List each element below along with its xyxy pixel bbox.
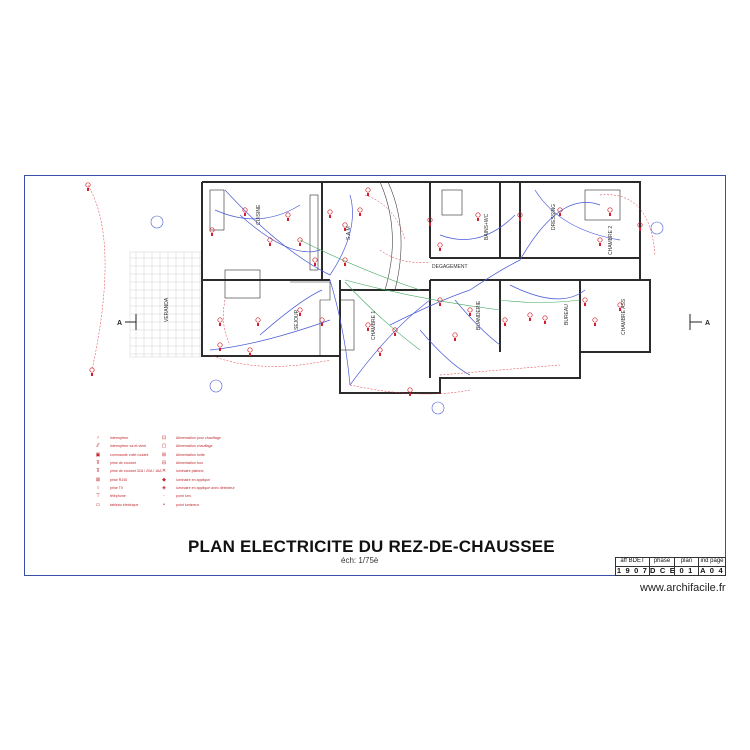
legend-item: interrupteur va-et-vient [110,444,147,449]
room-label-sdb: BAINS+WC [484,213,490,240]
title-block: aff BDET phase plan ind page 1 9 0 7 D C… [615,557,726,576]
electrical-point [357,207,363,216]
legend-item: Alimentation four [176,461,203,466]
board-markers [150,215,664,415]
legend-left: ♂interrupteur ⁄⁄interrupteur va-et-vient… [95,435,162,508]
circuits-green [299,239,581,351]
room-label-degagement: DEGAGEMENT [432,264,468,270]
room-label-chambre3: CHAMBRE ASS [621,298,627,335]
electrical-point [407,387,413,396]
electrical-point [475,212,481,221]
electrical-point [377,347,383,356]
electrical-point [242,207,248,216]
legend-item: prise de courant [110,461,136,466]
title-block-value: 1 9 0 7 [616,566,650,576]
section-marker-left: A [117,320,122,327]
electrical-point [342,257,348,266]
room-label-buanderie: BUANDERIE [476,300,482,330]
legend-item: prise de courant 32A / 20A / 16A [110,469,162,474]
electrical-point [517,212,523,221]
legend-item: luminaire en applique [176,477,211,482]
legend-item: luminaire plafond [176,469,204,474]
electrical-point [557,207,563,216]
electrical-point [617,302,623,311]
title-block-value: D C E [650,566,675,576]
electrical-symbols [85,182,643,396]
veranda-terrace [129,251,203,358]
electrical-point [89,367,95,376]
legend-item: commande volet roulant [110,452,149,457]
electrical-point [437,242,443,251]
legend-item: prise RJ45 [110,477,128,482]
legend-item: Alimentation pour chauffage [176,436,221,441]
room-label-chambre2: CHAMBRE 2 [608,226,614,255]
electrical-point [527,312,533,321]
title-block-value: 0 1 [675,566,699,576]
watermark: www.archifacile.fr [640,582,726,594]
plan-scale: éch: 1/75è [341,556,379,565]
room-label-veranda: VERANDA [164,297,170,322]
legend-item: interrupteur [110,436,129,441]
electrical-point [365,322,371,331]
electrical-point [427,217,433,226]
room-label-bureau: BUREAU [564,304,570,325]
electrical-point [209,227,215,236]
electrical-point [327,209,333,218]
electrical-point [365,187,371,196]
electrical-point [267,237,273,246]
electrical-point [437,297,443,306]
room-label-dressing: DRESSING [551,204,557,230]
electrical-point [592,317,598,326]
electrical-point [319,317,325,326]
legend-item: prise TV [110,485,124,490]
electrical-point [637,222,643,231]
section-markers [125,314,702,330]
electrical-point [247,347,253,356]
electrical-point [297,237,303,246]
legend-item: tableau électrique [110,502,139,507]
title-block-header: phase [650,558,675,566]
circuits-blue [209,189,621,386]
interior-details [209,181,621,356]
electrical-point [502,317,508,326]
electrical-point [255,317,261,326]
electrical-point [85,182,91,191]
legend-item: Alimentation chauffage [176,444,213,449]
section-marker-right: A [705,320,710,327]
electrical-point [285,212,291,221]
electrical-point [297,307,303,316]
room-label-chambre1: CHAMBRE 1 [371,311,377,340]
room-label-sejour: SEJOUR [294,309,300,330]
electrical-point [582,297,588,306]
legend-right: ⊡Alimentation pour chauffage ▢Alimentati… [161,435,235,508]
walls [201,181,651,394]
electrical-point [217,317,223,326]
electrical-point [217,342,223,351]
electrical-point [467,307,473,316]
room-label-cuisine: CUISINE [256,204,262,225]
title-block-header: aff BDET [616,558,650,566]
electrical-point [542,315,548,324]
electrical-point [392,327,398,336]
electrical-point [342,222,348,231]
electrical-point [597,237,603,246]
title-block-header: plan [675,558,699,566]
drawing-sheet [24,175,726,576]
plan-title: PLAN ELECTRICITE DU REZ-DE-CHAUSSEE [188,537,555,556]
room-labels: CUISINE S.A.M SEJOUR VERANDA CHAMBRE 1 D… [164,204,627,340]
electrical-point [607,207,613,216]
legend-item: point lumineux [176,502,200,507]
room-label-sam: S.A.M [346,226,352,240]
title-block-value: A 0 4 [700,566,724,575]
electrical-point [312,257,318,266]
electrical-point [452,332,458,341]
legend-item: point lum. [176,494,192,499]
circuits-red [87,184,656,395]
legend-item: téléphone [110,494,126,499]
legend-item: luminaire en applique avec détecteur [176,485,235,490]
legend-item: Alimentation hotte [176,452,205,457]
title-block-header: ind page [700,558,724,564]
